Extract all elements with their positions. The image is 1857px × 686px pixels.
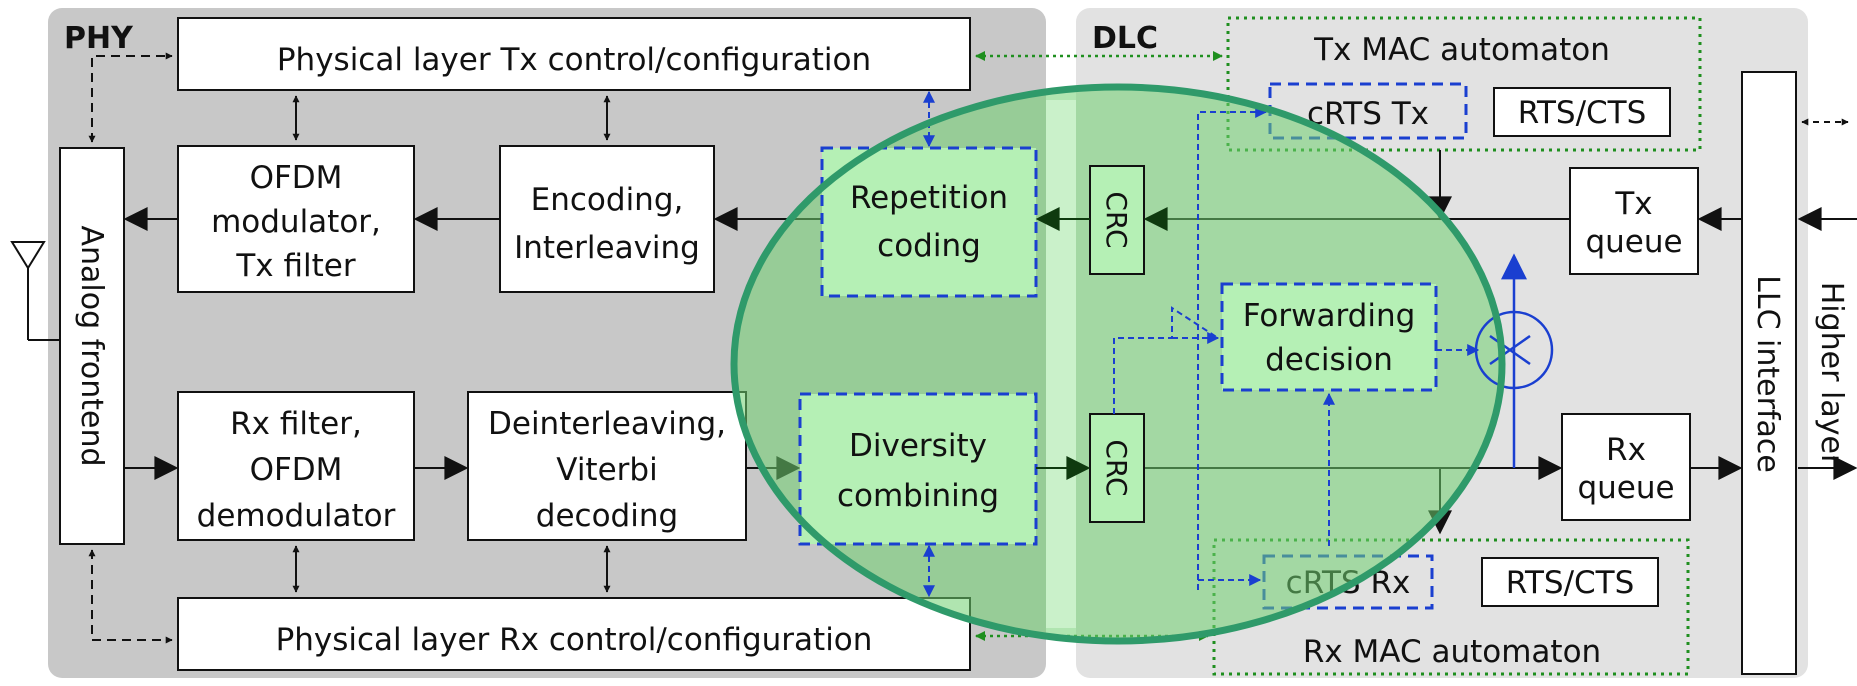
higher-layer-label: Higher layer bbox=[1814, 282, 1849, 467]
forwarding-decision-line2: decision bbox=[1265, 342, 1393, 378]
diversity-combining-line1: Diversity bbox=[849, 428, 987, 464]
repetition-coding-line2: coding bbox=[877, 228, 981, 264]
crc-rx-label: CRC bbox=[1100, 439, 1133, 496]
crc-tx-box bbox=[1089, 165, 1145, 275]
dashed-link-frontend-txcontrol bbox=[88, 52, 173, 143]
crts-tx-label: cRTS Tx bbox=[1307, 96, 1429, 132]
rts-cts-tx-box bbox=[1493, 87, 1671, 137]
link-forwarding-to-crts-tx bbox=[1197, 106, 1268, 590]
repetition-coding-box bbox=[820, 146, 1038, 298]
tx-mac-automaton-box bbox=[1226, 16, 1702, 152]
deinterleaving-line2: Viterbi bbox=[556, 452, 657, 488]
cooperative-relaying-outline bbox=[730, 83, 1506, 645]
tx-queue-line1: Tx bbox=[1614, 186, 1652, 222]
ofdm-modulator-line3: Tx filter bbox=[235, 248, 356, 284]
diversity-combining-box bbox=[798, 392, 1038, 546]
rx-filter-line3: demodulator bbox=[197, 498, 396, 534]
phy-tx-control-box bbox=[177, 17, 971, 91]
ofdm-modulator-line1: OFDM bbox=[250, 160, 343, 196]
rx-queue-line2: queue bbox=[1577, 470, 1674, 506]
forwarding-decision-box bbox=[1220, 282, 1438, 392]
crc-tx-label: CRC bbox=[1100, 191, 1133, 248]
tx-queue-box bbox=[1569, 167, 1699, 275]
antenna-icon bbox=[10, 241, 60, 341]
ofdm-modulator-line2: modulator, bbox=[211, 204, 381, 240]
encoding-box bbox=[499, 145, 715, 293]
phy-rx-control-label: Physical layer Rx control/configuration bbox=[276, 622, 873, 658]
deinterleaving-line3: decoding bbox=[536, 498, 678, 534]
phy-rx-control-box bbox=[177, 597, 971, 671]
rx-filter-line2: OFDM bbox=[250, 452, 343, 488]
phy-label: PHY bbox=[64, 21, 134, 56]
forwarding-decision-line1: Forwarding bbox=[1243, 298, 1416, 334]
rts-cts-tx-label: RTS/CTS bbox=[1518, 95, 1647, 131]
rx-queue-line1: Rx bbox=[1606, 432, 1646, 468]
dashed-link-frontend-rxcontrol bbox=[88, 549, 173, 644]
diversity-combining-line2: combining bbox=[837, 478, 999, 514]
rx-filter-box bbox=[177, 391, 415, 541]
analog-frontend-label: Analog frontend bbox=[74, 225, 109, 466]
encoding-line2: Interleaving bbox=[514, 230, 700, 266]
dlc-label: DLC bbox=[1092, 21, 1158, 56]
phy-tx-control-label: Physical layer Tx control/configuration bbox=[277, 42, 871, 78]
tx-queue-line2: queue bbox=[1585, 224, 1682, 260]
rts-cts-rx-box bbox=[1481, 557, 1659, 607]
deinterleaving-box bbox=[467, 391, 747, 541]
repetition-coding-line1: Repetition bbox=[850, 180, 1008, 216]
phy-dlc-gap-highlight bbox=[1046, 100, 1076, 628]
encoding-line1: Encoding, bbox=[531, 182, 684, 218]
tx-mac-automaton-label: Tx MAC automaton bbox=[1313, 32, 1610, 68]
llc-interface-box bbox=[1741, 71, 1797, 675]
rts-cts-rx-label: RTS/CTS bbox=[1506, 565, 1635, 601]
analog-frontend-box bbox=[59, 147, 125, 545]
rx-mac-automaton-label: Rx MAC automaton bbox=[1303, 634, 1601, 670]
rx-filter-line1: Rx filter, bbox=[230, 406, 362, 442]
rx-queue-box bbox=[1561, 413, 1691, 521]
relay-switch-icon bbox=[1474, 310, 1554, 390]
llc-interface-label: LLC interface bbox=[1750, 275, 1785, 473]
deinterleaving-line1: Deinterleaving, bbox=[488, 406, 726, 442]
